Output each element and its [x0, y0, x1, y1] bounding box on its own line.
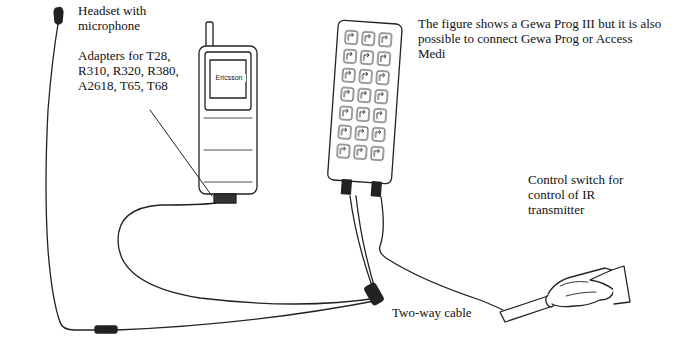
note-text: The figure shows a Gewa Prog III but it …	[418, 16, 663, 61]
brand-label: Ericsson	[212, 74, 246, 82]
part-label: Adapters for T28, R310, R320, R380, A261…	[78, 48, 190, 93]
part-label: Control switch for control of IR transmi…	[528, 172, 648, 217]
part-label: Two-way cable	[392, 305, 492, 320]
part-label: Headset with microphone	[78, 3, 158, 33]
